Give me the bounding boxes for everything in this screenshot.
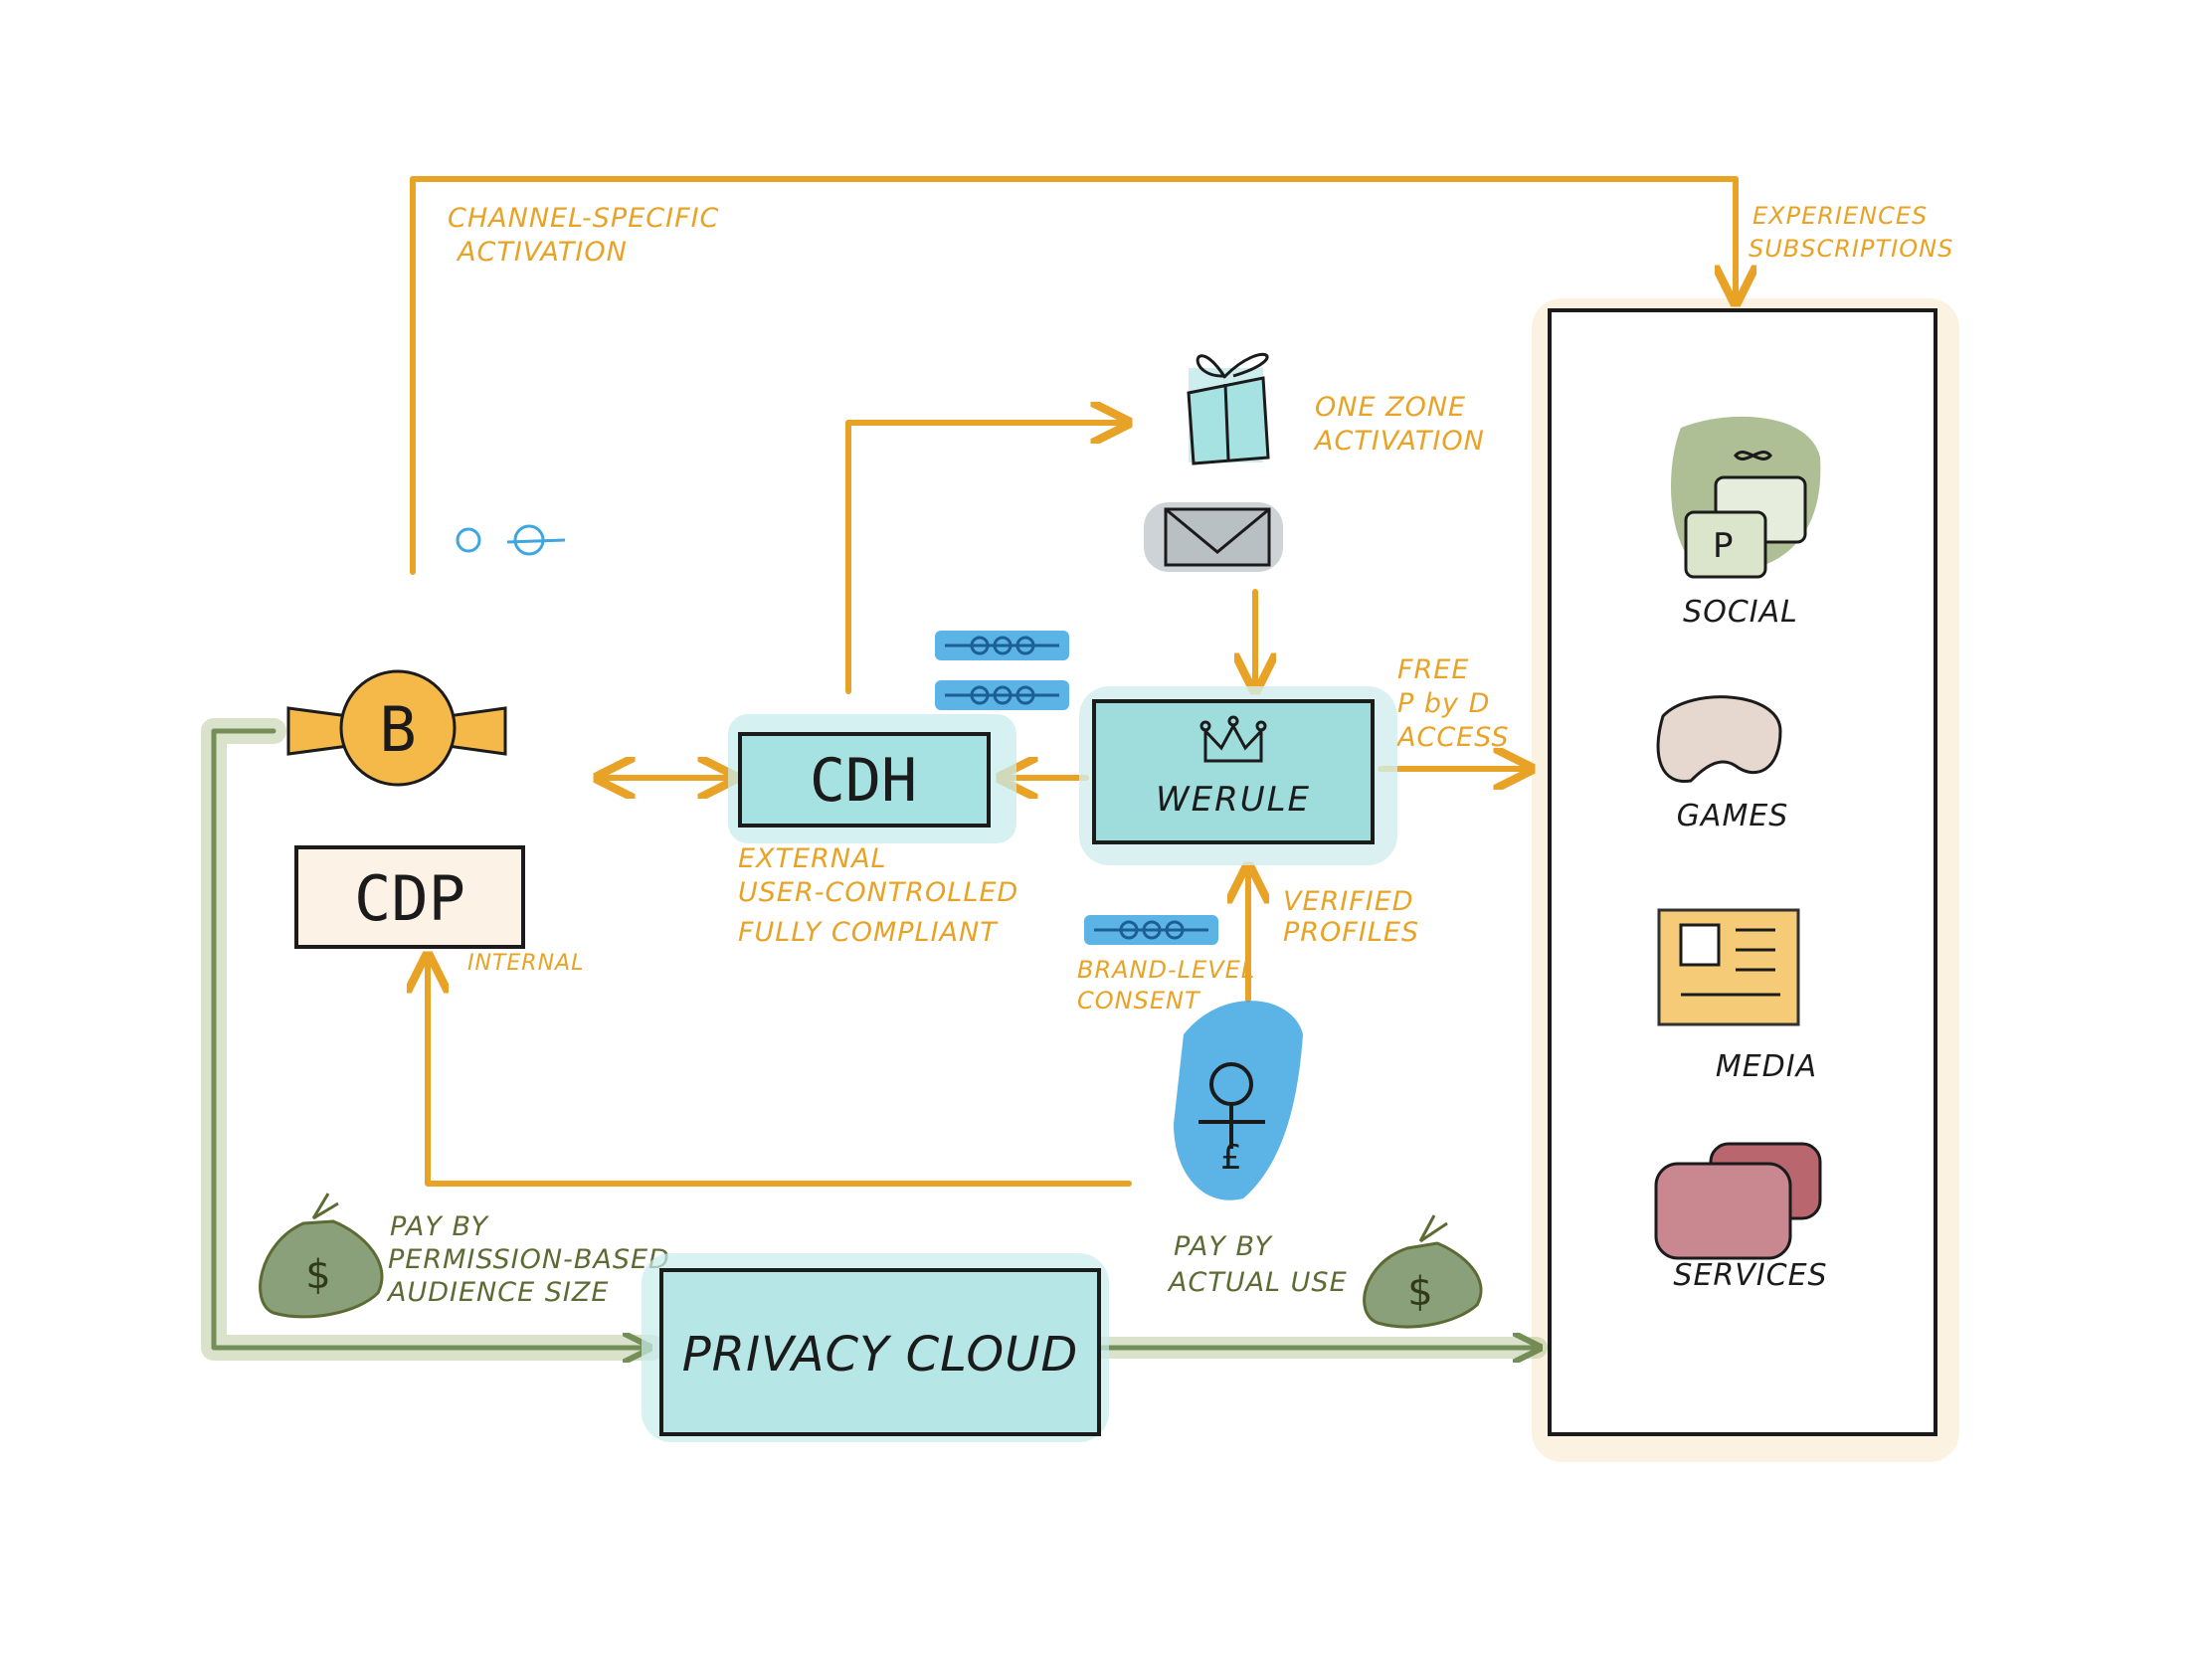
channel-games: GAMES [1677,799,1789,833]
crown-icon [1199,715,1267,763]
cdh-title: CDH [810,746,917,816]
internal-label: INTERNAL [467,951,584,976]
verified-profiles-label-2: PROFILES [1283,917,1419,948]
gift-box-icon [1187,352,1270,465]
werule-node: WERULE [1079,686,1397,865]
money-bag-icon: $ [259,1193,384,1319]
verified-profiles-label-1: VERIFIED [1283,886,1414,917]
channel-specific-label-2: ACTIVATION [456,237,628,268]
gamepad-icon [1656,695,1782,784]
privacy-cloud-title: PRIVACY CLOUD [682,1327,1079,1382]
social-apps-icon: P [1671,416,1821,579]
pay-usage-label-1: PAY BY [1174,1231,1274,1262]
consent-token-icon [935,631,1069,710]
person-to-cdp-line [428,960,1132,1187]
person-icon: £ [1174,1001,1303,1200]
pay-audience-label-3: AUDIENCE SIZE [386,1277,609,1308]
money-bag-symbol: $ [305,1252,330,1298]
envelope-icon [1144,502,1283,572]
experiences-label-2: SUBSCRIPTIONS [1749,235,1953,263]
channels-panel: P SOCIAL GAMES MEDIA SERVICES [1548,308,1937,1436]
channel-specific-label-1: CHANNEL-SPECIFIC [448,203,719,234]
onezone-label-2: ACTIVATION [1313,426,1485,457]
cdp-box [294,845,525,949]
brand-consent-token-icon [1084,915,1218,945]
brand-consent-label-2: CONSENT [1077,987,1201,1014]
channel-social: SOCIAL [1683,595,1798,630]
cdp-node: CDP [294,845,525,949]
cdh-node: CDH [728,714,1016,843]
bitcoin-coin-icon: B [286,669,507,787]
money-bag-symbol-2: $ [1407,1269,1432,1315]
cdh-description-3: FULLY COMPLIANT [738,917,999,948]
channel-services: SERVICES [1673,1258,1827,1293]
cdh-to-onezone-line [845,423,1124,694]
cdh-box [738,732,991,828]
onezone-label-1: ONE ZONE [1315,392,1466,423]
pay-audience-label-1: PAY BY [390,1211,490,1242]
cdh-description-1: EXTERNAL [738,843,887,874]
cdp-title: CDP [354,862,465,935]
newspaper-icon [1657,908,1800,1026]
channel-activation-line [410,176,1736,575]
free-access-label-3: ACCESS [1395,722,1510,753]
services-cards-icon [1654,1142,1822,1260]
channel-media: MEDIA [1716,1049,1817,1084]
pay-usage-label-2: ACTUAL USE [1167,1267,1348,1298]
privacy-cloud-node: PRIVACY CLOUD [642,1253,1109,1442]
brand-consent-label-1: BRAND-LEVEL [1077,956,1255,984]
cdp-to-privacy-cloud-line [211,728,646,1348]
free-access-label-1: FREE [1397,654,1469,685]
key-icon [456,524,566,556]
werule-box [1092,699,1375,844]
pay-audience-label-2: PERMISSION-BASED [388,1244,670,1275]
person-currency: £ [1220,1138,1242,1178]
cdh-description-2: USER-CONTROLLED [738,877,1018,908]
orange-flows [410,176,1736,1187]
privacy-cloud-box [659,1268,1101,1436]
money-bag-icon-2: $ [1363,1214,1483,1329]
coin-letter: B [379,693,416,766]
werule-title: WERULE [1156,780,1311,820]
svg-text:P: P [1713,526,1734,566]
free-access-label-2: P by D [1397,688,1490,719]
green-flows [201,718,1548,1348]
experiences-label-1: EXPERIENCES [1752,202,1928,230]
